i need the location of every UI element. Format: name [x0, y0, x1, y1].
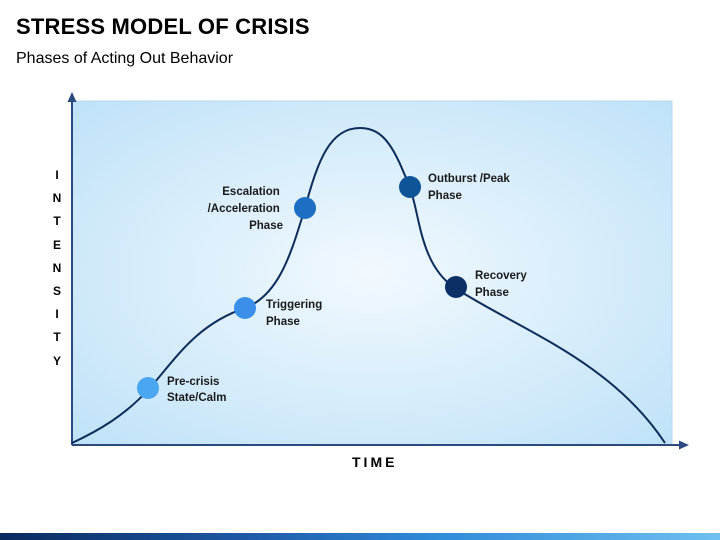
- phase-marker-pre-crisis: [137, 377, 159, 399]
- phase-marker-triggering: [234, 297, 256, 319]
- phase-label-recovery: Recovery Phase: [475, 270, 530, 299]
- x-axis-label: TIME: [352, 454, 398, 470]
- x-axis: [72, 440, 689, 450]
- phase-marker-recovery: [445, 276, 467, 298]
- phase-marker-outburst: [399, 176, 421, 198]
- page-subtitle: Phases of Acting Out Behavior: [16, 50, 234, 67]
- phase-marker-escalation: [294, 197, 316, 219]
- phase-label-triggering: Triggering Phase: [266, 299, 325, 328]
- plot-area: [71, 100, 673, 446]
- y-axis: [67, 92, 77, 445]
- phase-label-pre-crisis: Pre-crisis State/Calm: [167, 376, 226, 404]
- phase-label-escalation: Escalation /Acceleration Phase: [208, 186, 283, 232]
- page-title: STRESS MODEL OF CRISIS: [16, 14, 310, 39]
- footer-accent-bar: [0, 533, 720, 540]
- phase-label-outburst: Outburst /Peak Phase: [428, 173, 513, 202]
- y-axis-label: I N T E N S I T Y: [52, 168, 62, 368]
- intensity-curve: [71, 126, 666, 444]
